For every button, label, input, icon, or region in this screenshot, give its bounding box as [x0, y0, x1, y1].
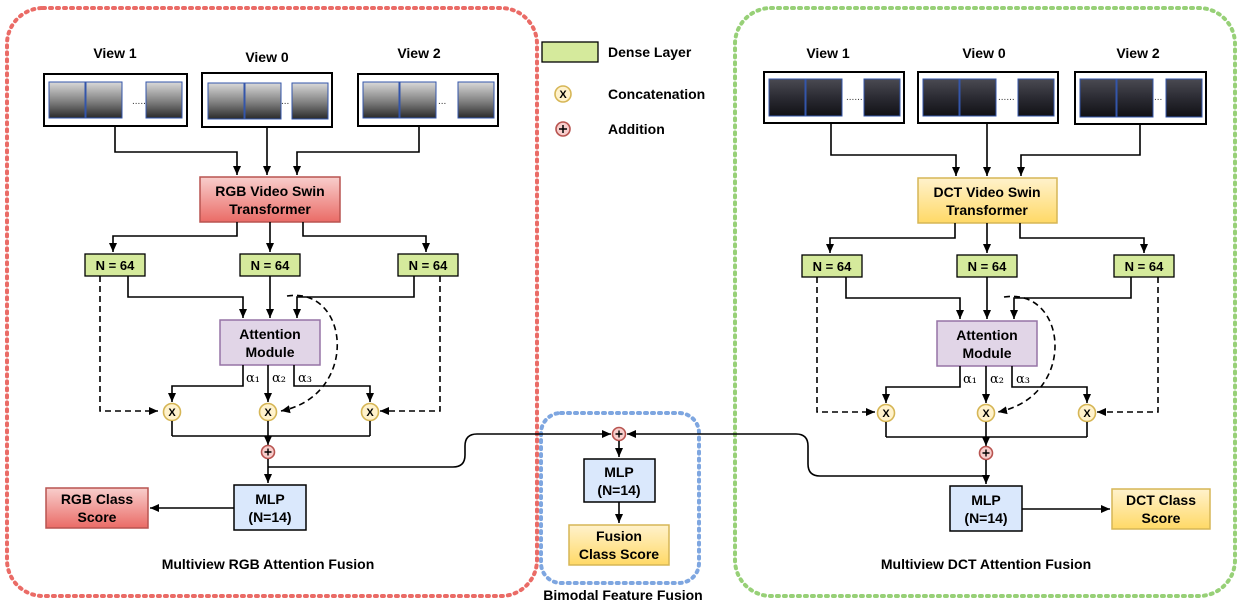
- svg-text:......: ......: [132, 96, 149, 107]
- rgb-attention-line1: Attention: [239, 326, 300, 342]
- rgb-alpha2: α₂: [272, 371, 286, 386]
- rgb-dense-right: [397, 253, 459, 277]
- legend-concat-label: Concatenation: [608, 86, 705, 102]
- rgb-score-line2: Score: [78, 509, 117, 525]
- fusion-border: [539, 411, 701, 585]
- fusion-addition: [611, 426, 627, 442]
- dct-dense-left-label: N = 64: [813, 259, 852, 274]
- dct-attention-module: [936, 320, 1038, 367]
- legend-dense-label: Dense Layer: [608, 44, 692, 60]
- rgb-dense-left: [84, 253, 146, 277]
- dct-alpha2: α₂: [990, 372, 1004, 387]
- dct-dense-center-label: N = 64: [968, 259, 1007, 274]
- dct-view1-label: View 1: [806, 45, 850, 61]
- rgb-branch-title: Multiview RGB Attention Fusion: [162, 556, 375, 572]
- rgb-alpha3: α₃: [298, 371, 312, 386]
- rgb-mlp: [233, 484, 307, 531]
- legend-addition-label: Addition: [608, 121, 665, 137]
- dct-dense-left: [801, 254, 863, 278]
- rgb-view0-label: View 0: [245, 49, 289, 65]
- dct-view2-label: View 2: [1116, 45, 1160, 61]
- svg-text:......: ......: [846, 92, 863, 103]
- svg-text:X: X: [264, 407, 272, 419]
- dct-score-line1: DCT Class: [1126, 492, 1196, 508]
- rgb-dense-center-label: N = 64: [251, 258, 290, 273]
- dct-attention-line1: Attention: [956, 327, 1017, 343]
- dct-view0-label: View 0: [962, 45, 1006, 61]
- rgb-mlp-line2: (N=14): [248, 509, 291, 525]
- legend-dense-swatch: [541, 41, 599, 63]
- fusion-mlp-line1: MLP: [604, 464, 634, 480]
- svg-text:...: ...: [438, 96, 446, 107]
- rgb-transformer-line1: RGB Video Swin: [215, 183, 324, 199]
- svg-text:X: X: [982, 408, 990, 420]
- dct-class-score: [1111, 488, 1211, 530]
- rgb-class-score: [45, 487, 149, 529]
- dct-dense-right-label: N = 64: [1125, 259, 1164, 274]
- fusion-title: Bimodal Feature Fusion: [543, 587, 702, 603]
- rgb-transformer: [199, 176, 341, 223]
- rgb-view1-label: View 1: [93, 45, 137, 61]
- dct-addition: [978, 445, 994, 461]
- rgb-transformer-line2: Transformer: [229, 201, 311, 217]
- dct-view1-frames: ......: [763, 71, 905, 124]
- svg-text:X: X: [366, 407, 374, 419]
- rgb-concat-left: X: [162, 402, 182, 422]
- dct-concat-left: X: [876, 403, 896, 423]
- rgb-alpha1: α₁: [246, 371, 260, 386]
- dct-view2-frames: ...: [1074, 71, 1207, 125]
- dct-mlp: [949, 485, 1023, 532]
- dct-dense-right: [1113, 254, 1175, 278]
- dct-branch-title: Multiview DCT Attention Fusion: [881, 556, 1091, 572]
- dct-branch-border: [733, 6, 1237, 598]
- fusion-score-line1: Fusion: [596, 528, 642, 544]
- dct-alpha3: α₃: [1016, 372, 1030, 387]
- rgb-view0-frames: ...: [201, 72, 333, 128]
- dct-mlp-line2: (N=14): [964, 510, 1007, 526]
- fusion-mlp-line2: (N=14): [597, 482, 640, 498]
- fusion-class-score: [568, 524, 670, 566]
- dct-concat-center: X: [976, 403, 996, 423]
- svg-text:X: X: [882, 408, 890, 420]
- rgb-dense-right-label: N = 64: [409, 258, 448, 273]
- rgb-attention-module: [219, 319, 321, 366]
- rgb-concat-right: X: [360, 402, 380, 422]
- svg-text:X: X: [1083, 408, 1091, 420]
- legend-concat-symbol: X: [559, 89, 567, 101]
- svg-text:...: ...: [281, 96, 289, 107]
- dct-transformer: [917, 177, 1058, 224]
- fusion-score-line2: Class Score: [579, 546, 659, 562]
- rgb-attention-line2: Module: [246, 344, 295, 360]
- dct-alpha1: α₁: [963, 372, 977, 387]
- dct-concat-right: X: [1077, 403, 1097, 423]
- dct-transformer-line2: Transformer: [946, 202, 1028, 218]
- rgb-view1-frames: ......: [43, 73, 188, 127]
- dct-mlp-line1: MLP: [971, 492, 1001, 508]
- rgb-view2-frames: ...: [357, 73, 499, 127]
- rgb-addition: [260, 444, 276, 460]
- legend-concat-icon: [554, 85, 572, 103]
- dct-view0-frames: ......: [917, 71, 1059, 124]
- svg-text:...: ...: [1154, 92, 1162, 103]
- dct-score-line2: Score: [1142, 510, 1181, 526]
- rgb-concat-center: X: [258, 402, 278, 422]
- rgb-view2-label: View 2: [397, 45, 441, 61]
- svg-text:......: ......: [998, 92, 1015, 103]
- rgb-mlp-line1: MLP: [255, 491, 285, 507]
- rgb-score-line1: RGB Class: [61, 491, 134, 507]
- dct-attention-line2: Module: [963, 345, 1012, 361]
- dct-transformer-line1: DCT Video Swin: [933, 184, 1040, 200]
- svg-text:X: X: [168, 407, 176, 419]
- rgb-branch-border: [5, 6, 539, 598]
- rgb-dense-left-label: N = 64: [96, 258, 135, 273]
